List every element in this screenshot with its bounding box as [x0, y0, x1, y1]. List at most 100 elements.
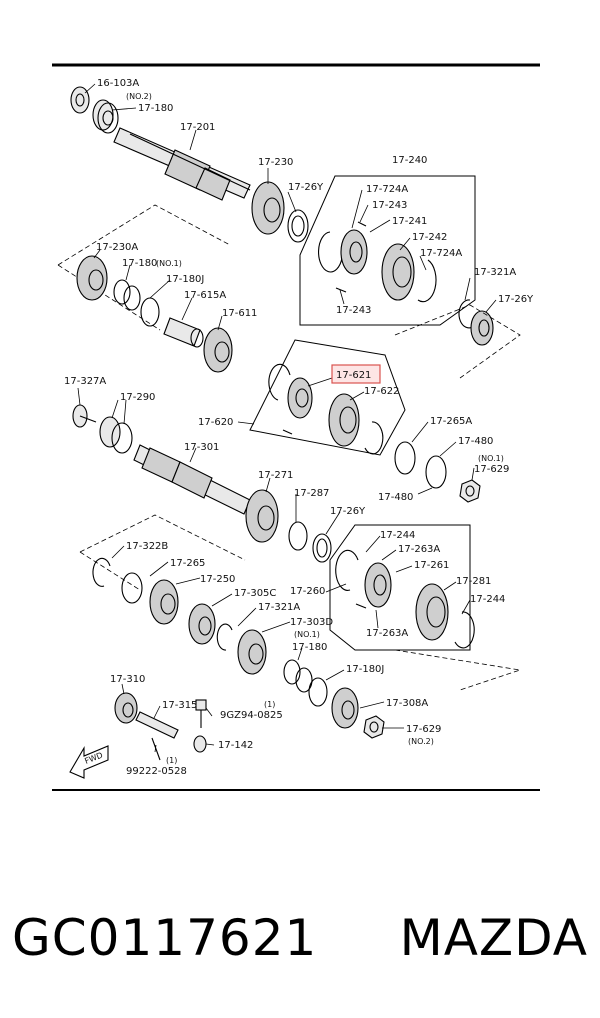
sync-assembly-17-620: [268, 363, 384, 455]
ring-17-265: [121, 572, 143, 604]
label-17-263a-upper: 17-263A: [398, 544, 440, 555]
box-17-260: [329, 524, 471, 651]
label-no1-lower: (NO.1): [294, 630, 320, 639]
shaft-17-315: [135, 711, 179, 739]
ring-17-26y-a: [287, 209, 309, 243]
ring-17-180j-lower: [308, 677, 328, 707]
label-17-244-lower: 17-244: [470, 594, 505, 605]
ring-17-26y-c: [312, 533, 332, 563]
bearing-17-180-no1-upper: [113, 279, 141, 311]
gear-17-250: [149, 579, 179, 625]
bearing-16-103a: [70, 86, 90, 114]
nut-17-629-no2: [363, 715, 385, 739]
label-17-327a: 17-327A: [64, 376, 106, 387]
label-17-310: 17-310: [110, 674, 145, 685]
gear-17-230a: [76, 255, 108, 301]
label-17-26y-a: 17-26Y: [288, 182, 324, 193]
snap-ring-17-322b: [92, 557, 111, 587]
sync-assembly-17-240: [318, 221, 437, 303]
brand-name: MAZDA: [399, 909, 588, 967]
bearing-17-290: [99, 416, 133, 454]
label-17-611: 17-611: [222, 308, 257, 319]
label-qty-9gz: (1): [264, 700, 275, 709]
label-17-620: 17-620: [198, 417, 233, 428]
label-17-271: 17-271: [258, 470, 293, 481]
label-17-281: 17-281: [456, 576, 491, 587]
label-no1-mid: (NO.1): [478, 454, 504, 463]
label-no1-upper: (NO.1): [156, 259, 182, 268]
countershaft-17-301: [133, 444, 251, 515]
gear-17-310: [114, 692, 138, 724]
label-17-724a-upper: 17-724A: [366, 184, 408, 195]
gear-17-230: [251, 181, 285, 235]
label-17-305c: 17-305C: [234, 588, 276, 599]
ring-17-26y-b: [470, 310, 494, 346]
label-17-244-upper: 17-244: [380, 530, 415, 541]
clip-17-142: [193, 735, 207, 753]
label-17-260: 17-260: [290, 586, 325, 597]
label-17-265a: 17-265A: [430, 416, 472, 427]
label-17-621-highlight: 17-621: [336, 370, 371, 381]
gear-17-611: [203, 327, 233, 373]
label-17-142: 17-142: [218, 740, 253, 751]
label-17-287: 17-287: [294, 488, 329, 499]
transmission-exploded-diagram: FWD: [52, 63, 540, 791]
box-17-620: [249, 339, 406, 456]
label-no2-upper: (NO.2): [126, 92, 152, 101]
fwd-label: FWD: [83, 751, 104, 766]
bearing-17-180-no2: [92, 99, 119, 134]
label-17-308a: 17-308A: [386, 698, 428, 709]
sleeve-17-615a: [163, 317, 204, 348]
leader-lines: [77, 83, 497, 753]
sync-assembly-17-260: [335, 549, 475, 649]
ring-17-180j-upper: [140, 297, 160, 327]
label-17-261: 17-261: [414, 560, 449, 571]
label-17-315: 17-315: [162, 700, 197, 711]
label-17-26y-b: 17-26Y: [498, 294, 534, 305]
ring-17-287: [288, 521, 308, 551]
label-17-480-lower: 17-480: [378, 492, 413, 503]
highlight-box-17-621: [331, 364, 381, 384]
part-labels: 16-103A (NO.2) 17-180 17-201 17-230 17-2…: [64, 78, 534, 777]
label-17-629-no2: 17-629: [406, 724, 441, 735]
label-17-241: 17-241: [392, 216, 427, 227]
label-17-263a-lower: 17-263A: [366, 628, 408, 639]
label-17-180-no2: 17-180: [138, 103, 173, 114]
label-17-321a-lower: 17-321A: [258, 602, 300, 613]
label-no2-lower: (NO.2): [408, 737, 434, 746]
bearing-17-327a: [72, 404, 97, 428]
label-9gz94-0825: 9GZ94-0825: [220, 710, 283, 721]
label-17-250: 17-250: [200, 574, 235, 585]
gear-17-303d: [237, 629, 267, 675]
label-17-26y-c: 17-26Y: [330, 506, 366, 517]
bolt-9gz94-0825: [195, 699, 207, 728]
pin-99222-0528: [151, 737, 161, 761]
label-17-180-no1-lower: 17-180: [292, 642, 327, 653]
bearing-17-180-no1-lower: [283, 659, 313, 693]
snap-ring-17-321a-lower: [216, 623, 233, 651]
label-17-240: 17-240: [392, 155, 427, 166]
part-number: GC0117621: [12, 909, 318, 967]
nut-17-629-no1: [459, 479, 481, 503]
label-17-180j-lower: 17-180J: [346, 664, 384, 675]
fwd-arrow-icon: FWD: [69, 745, 109, 779]
label-17-301: 17-301: [184, 442, 219, 453]
label-17-480-upper: 17-480: [458, 436, 493, 447]
label-17-242: 17-242: [412, 232, 447, 243]
label-17-180j-upper: 17-180J: [166, 274, 204, 285]
label-17-243-lower: 17-243: [336, 305, 371, 316]
box-17-240: [299, 175, 476, 326]
ring-17-480: [425, 455, 447, 489]
label-17-201: 17-201: [180, 122, 215, 133]
mainshaft-17-201: [113, 127, 251, 201]
label-17-321a-upper: 17-321A: [474, 267, 516, 278]
label-17-303d: 17-303D: [290, 617, 333, 628]
label-17-265: 17-265: [170, 558, 205, 569]
part-caption: GC0117621 MAZDA: [0, 898, 600, 978]
label-qty-99222: (1): [166, 756, 177, 765]
label-16-103a: 16-103A: [97, 78, 139, 89]
label-17-322b: 17-322B: [126, 541, 168, 552]
label-17-230: 17-230: [258, 157, 293, 168]
label-17-243-upper: 17-243: [372, 200, 407, 211]
ring-17-265a: [394, 441, 416, 475]
